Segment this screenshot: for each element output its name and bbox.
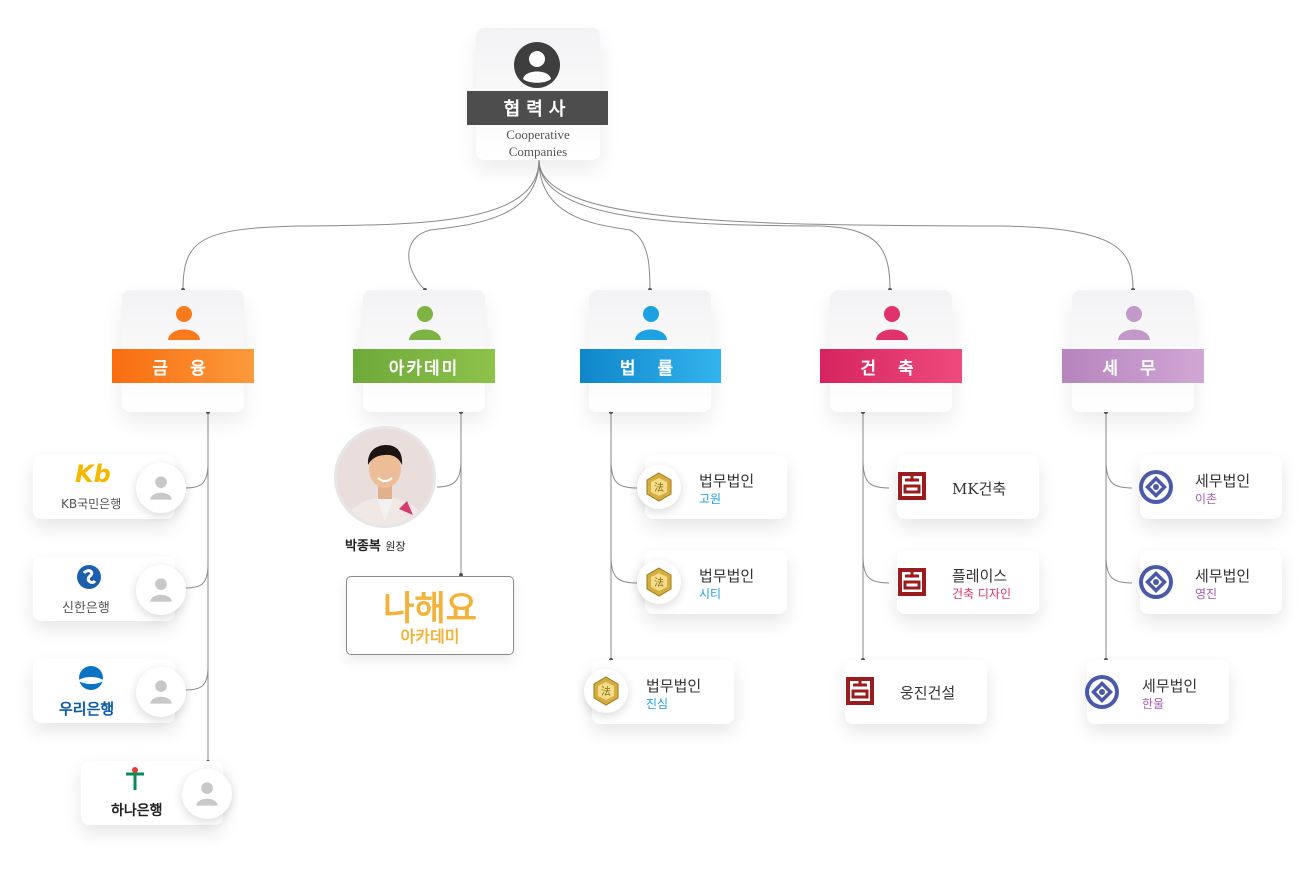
tax-firm-sub: 이촌 [1195, 492, 1218, 506]
scale-emblem-icon: 法 [646, 472, 672, 502]
law-firm-name: 법무법인 [646, 677, 702, 695]
law-seal-circle: 法 [637, 560, 681, 604]
director-name: 박종복 원장 [345, 535, 406, 554]
person-icon [168, 306, 200, 340]
person-icon [150, 680, 172, 704]
person-icon [635, 306, 667, 340]
connector-root-arch [538, 159, 891, 291]
connector-root-tax [538, 159, 1134, 291]
law-seal-circle: 法 [637, 465, 681, 509]
director-photo [334, 426, 436, 528]
academy-logo-sub: 아카데미 [400, 627, 460, 646]
person-icon [150, 578, 172, 602]
category-label-finance: 금 융 [112, 349, 254, 383]
category-label-tax: 세 무 [1062, 349, 1204, 383]
bank-name: 우리은행 [59, 700, 115, 718]
law-firm-name: 법무법인 [699, 567, 755, 585]
avatar [182, 769, 232, 819]
connector-root-finance [182, 159, 540, 291]
law-firm-sub: 시티 [699, 587, 722, 601]
avatar [136, 667, 186, 717]
law-seal-circle: 法 [584, 669, 628, 713]
avatar [136, 565, 186, 615]
tax-emblem-icon [1139, 565, 1173, 599]
tax-emblem-icon [1085, 675, 1119, 709]
arch-firm-name: 웅진건설 [900, 684, 956, 702]
scale-emblem-icon: 法 [593, 676, 619, 706]
tax-firm-name: 세무법인 [1142, 677, 1198, 695]
person-icon [196, 782, 218, 806]
building-seal-icon [846, 677, 874, 705]
tax-firm-name: 세무법인 [1195, 567, 1251, 585]
law-firm-card: 법무법인 고원 [645, 455, 787, 519]
tax-firm-name: 세무법인 [1195, 472, 1251, 490]
tax-emblem-icon [1139, 470, 1173, 504]
root-title: 협력사 [467, 91, 608, 125]
connector-root-academy [408, 159, 540, 291]
bank-name: 신한은행 [62, 601, 110, 616]
connector-root-law [538, 159, 651, 291]
root-subtitle-line2: Companies [508, 144, 568, 159]
kb-logo-icon: Kb [75, 460, 111, 488]
svg-text:法: 法 [601, 685, 611, 698]
director-name-text: 박종복 [345, 539, 381, 554]
academy-logo-card: 나해요 아카데미 [346, 576, 514, 655]
arch-firm-name: 플레이스 [952, 567, 1008, 585]
person-icon [150, 476, 172, 500]
tax-firm-sub: 한울 [1142, 697, 1165, 711]
bank-name: 하나은행 [111, 803, 163, 819]
arch-firm-name: MK건축 [952, 480, 1007, 498]
person-icon [1118, 306, 1150, 340]
user-icon [514, 42, 560, 88]
person-icon [876, 306, 908, 340]
building-seal-icon [898, 568, 926, 596]
root-subtitle-line1: Cooperative [506, 127, 570, 142]
hana-logo-icon [126, 767, 144, 790]
bank-name: KB국민은행 [61, 497, 122, 511]
shinhan-logo-icon [77, 565, 101, 589]
svg-text:法: 法 [654, 481, 664, 494]
scale-emblem-icon: 法 [646, 567, 672, 597]
law-firm-name: 법무법인 [699, 472, 755, 490]
svg-text:法: 法 [654, 576, 664, 589]
arch-firm-sub: 건축 디자인 [952, 587, 1012, 601]
law-firm-sub: 고원 [699, 492, 722, 506]
root-subtitle: Cooperative Companies [476, 126, 600, 160]
category-label-academy: 아카데미 [353, 349, 495, 383]
category-label-law: 법 률 [580, 349, 721, 383]
category-label-arch: 건 축 [820, 349, 962, 383]
person-icon [409, 306, 441, 340]
director-title: 원장 [385, 540, 406, 553]
avatar [136, 463, 186, 513]
woori-logo-icon [79, 666, 103, 690]
law-firm-sub: 진심 [646, 697, 669, 711]
building-seal-icon [898, 472, 926, 500]
academy-logo-main: 나해요 [383, 589, 477, 629]
tax-firm-sub: 영진 [1195, 587, 1218, 601]
